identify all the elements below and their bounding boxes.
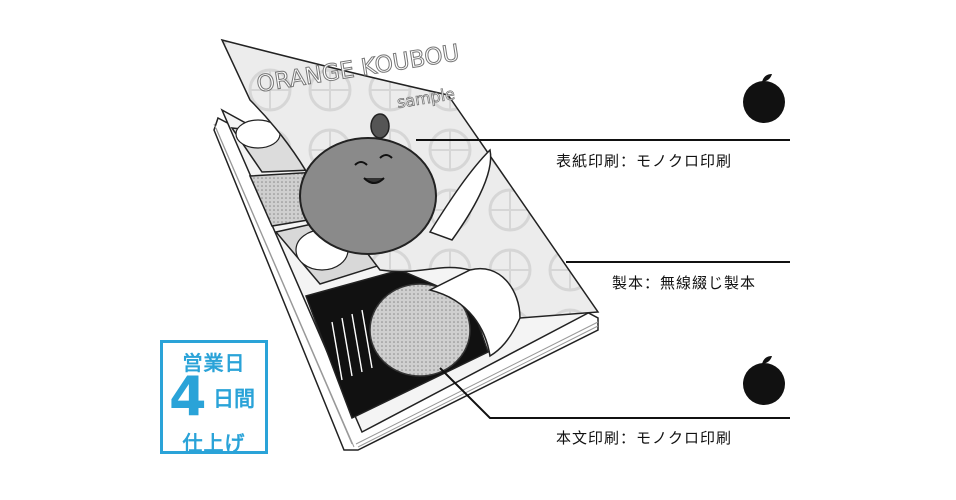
orange-icon: [743, 356, 785, 405]
orange-icon: [743, 74, 785, 123]
cover-page: [220, 38, 600, 358]
label-cover-print: 表紙印刷：モノクロ印刷: [556, 152, 733, 170]
turnaround-badge: 営業日 4 日間 仕上げ: [160, 340, 268, 455]
badge-bottom-text: 仕上げ: [182, 431, 246, 455]
label-body-print: 本文印刷：モノクロ印刷: [556, 429, 733, 447]
badge-number: 4: [169, 365, 207, 428]
badge-top-text: 営業日: [182, 351, 246, 375]
label-binding: 製本：無線綴じ製本: [612, 274, 757, 292]
mascot-orange: [299, 137, 437, 255]
badge-unit: 日間: [213, 387, 255, 411]
leader-lines: [416, 139, 790, 419]
